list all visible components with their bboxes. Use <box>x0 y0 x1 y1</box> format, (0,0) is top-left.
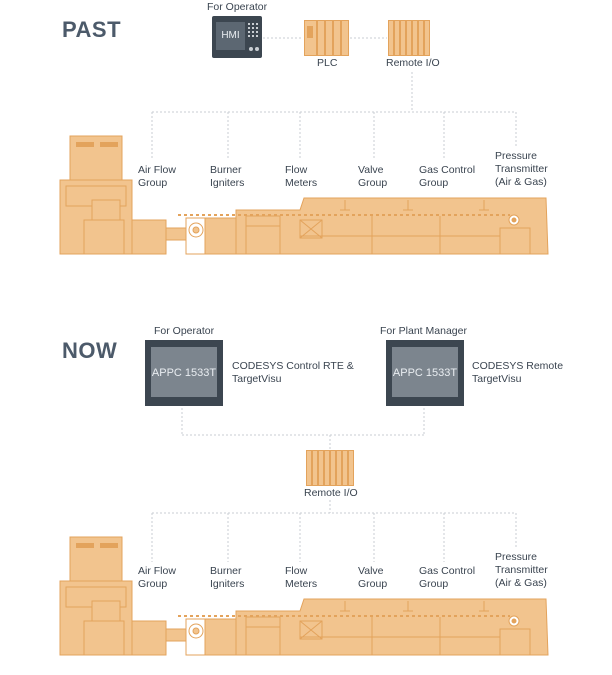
past-group-burner-igniters: Burner Igniters <box>210 164 244 190</box>
past-group-burner-line1: Burner <box>210 164 242 176</box>
operator-panel-screen-text: APPC 1533T <box>151 367 217 379</box>
past-group-pressure-line2: Transmitter <box>495 163 548 175</box>
now-remote-io-label: Remote I/O <box>304 487 358 499</box>
now-group-flow-line1: Flow <box>285 565 308 577</box>
now-group-pressure-line3: (Air & Gas) <box>495 577 547 589</box>
past-group-flow-meters: Flow Meters <box>285 164 317 190</box>
operator-panel-description: CODESYS Control RTE & TargetVisu <box>232 360 354 386</box>
now-title: NOW <box>62 338 118 363</box>
past-group-air-flow-line1: Air Flow <box>138 164 176 176</box>
past-group-valve: Valve Group <box>358 164 387 190</box>
now-group-gas-control: Gas Control Group <box>419 565 475 591</box>
manager-panel-desc-line2: TargetVisu <box>472 373 522 385</box>
hmi-top-label: For Operator <box>207 1 268 13</box>
now-group-pressure-line1: Pressure <box>495 551 538 563</box>
now-operator-top-label: For Operator <box>154 325 215 337</box>
past-group-air-flow-line2: Group <box>138 177 168 189</box>
now-group-air-flow: Air Flow Group <box>138 565 176 591</box>
past-group-pressure-line3: (Air & Gas) <box>495 176 547 188</box>
hmi-screen-text: HMI <box>221 30 240 41</box>
operator-panel-desc-line1: CODESYS Control RTE & <box>232 360 354 372</box>
past-group-gas-control: Gas Control Group <box>419 164 475 190</box>
past-group-burner-line2: Igniters <box>210 177 245 189</box>
now-group-burner-line1: Burner <box>210 565 242 577</box>
now-group-flow-meters: Flow Meters <box>285 565 317 591</box>
now-manager-top-label: For Plant Manager <box>380 325 467 337</box>
now-group-air-flow-line2: Group <box>138 578 168 590</box>
past-remote-io-device[interactable] <box>388 20 434 56</box>
past-remote-io-graphic <box>388 20 430 56</box>
past-group-flow-line2: Meters <box>285 177 318 189</box>
manager-panel-screen-text: APPC 1533T <box>392 367 458 379</box>
operator-panel-desc-line2: TargetVisu <box>232 373 282 385</box>
now-group-air-flow-line1: Air Flow <box>138 565 176 577</box>
manager-panel-description: CODESYS Remote TargetVisu <box>472 360 563 386</box>
now-group-pressure-line2: Transmitter <box>495 564 548 576</box>
hmi-device-graphic <box>212 16 262 58</box>
now-group-burner-igniters: Burner Igniters <box>210 565 244 591</box>
now-remote-io-device[interactable] <box>306 450 354 486</box>
manager-panel-device[interactable]: APPC 1533T <box>386 340 464 406</box>
now-group-gas-line2: Group <box>419 578 449 590</box>
hmi-device[interactable]: HMI <box>212 16 262 58</box>
now-group-gas-line1: Gas Control <box>419 565 476 577</box>
now-group-pressure-transmitter: Pressure Transmitter (Air & Gas) <box>495 551 548 590</box>
now-group-valve-line2: Group <box>358 578 388 590</box>
now-group-valve: Valve Group <box>358 565 387 591</box>
now-group-flow-line2: Meters <box>285 578 318 590</box>
past-group-pressure-transmitter: Pressure Transmitter (Air & Gas) <box>495 150 548 189</box>
operator-panel-device[interactable]: APPC 1533T <box>145 340 223 406</box>
plc-device-graphic <box>304 20 349 56</box>
operator-panel-graphic <box>145 340 223 406</box>
manager-panel-desc-line1: CODESYS Remote <box>472 360 564 372</box>
past-group-valve-line1: Valve <box>358 164 384 176</box>
past-group-flow-line1: Flow <box>285 164 308 176</box>
past-group-pressure-line1: Pressure <box>495 150 538 162</box>
plc-label: PLC <box>317 57 338 69</box>
plc-device[interactable] <box>304 20 350 56</box>
now-remote-io-graphic <box>306 450 354 486</box>
past-group-gas-line2: Group <box>419 177 449 189</box>
manager-panel-graphic <box>386 340 464 406</box>
past-group-air-flow: Air Flow Group <box>138 164 176 190</box>
past-title: PAST <box>62 17 122 42</box>
past-group-gas-line1: Gas Control <box>419 164 476 176</box>
now-group-burner-line2: Igniters <box>210 578 245 590</box>
past-remote-io-label: Remote I/O <box>386 57 440 69</box>
past-group-valve-line2: Group <box>358 177 388 189</box>
now-group-valve-line1: Valve <box>358 565 384 577</box>
